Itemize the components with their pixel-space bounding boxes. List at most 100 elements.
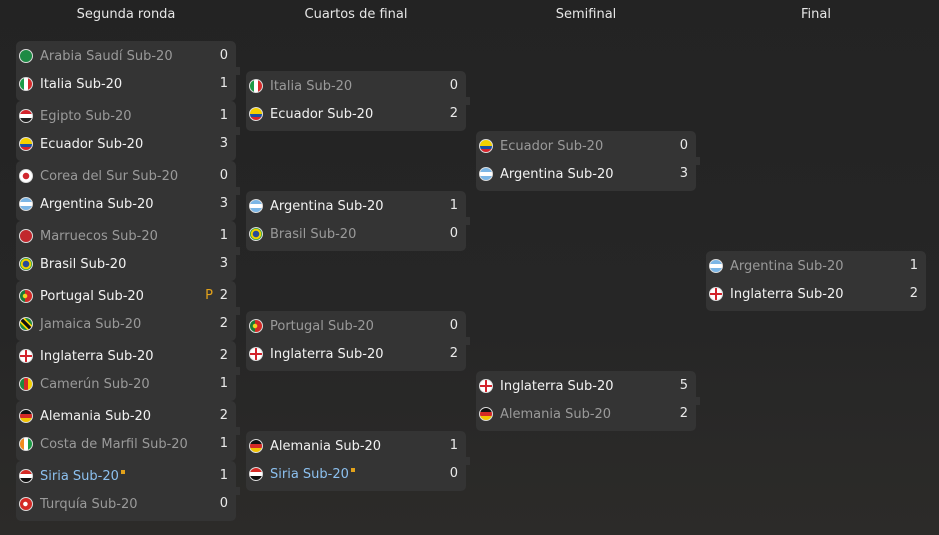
team-name[interactable]: Portugal Sub-20 [40, 289, 144, 304]
team-name[interactable]: Egipto Sub-20 [40, 109, 132, 124]
team-name[interactable]: Camerún Sub-20 [40, 377, 150, 392]
team-name[interactable]: Inglaterra Sub-20 [270, 347, 384, 362]
turkey-flag-icon [19, 497, 33, 511]
team-name[interactable]: Argentina Sub-20 [270, 199, 384, 214]
ecuador-flag-icon [249, 107, 263, 121]
team-score: 0 [679, 138, 688, 153]
team-name-text: Alemania Sub-20 [500, 407, 612, 422]
team-name-text: Argentina Sub-20 [730, 259, 844, 274]
team-name-text: Alemania Sub-20 [270, 439, 382, 454]
team-name[interactable]: Ecuador Sub-20 [270, 107, 373, 122]
team-name[interactable]: Turquía Sub-20 [40, 497, 138, 512]
team-name[interactable]: Ecuador Sub-20 [500, 139, 603, 154]
team-name[interactable]: Alemania Sub-20 [500, 407, 611, 422]
team-name[interactable]: Brasil Sub-20 [40, 257, 126, 272]
bracket-connector [236, 67, 240, 75]
team-name[interactable]: Inglaterra Sub-20 [730, 287, 844, 302]
team-name[interactable]: Alemania Sub-20 [40, 409, 151, 424]
argentina-flag-icon [479, 167, 493, 181]
team-name[interactable]: Italia Sub-20 [40, 77, 122, 92]
team-name[interactable]: Arabia Saudí Sub-20 [40, 49, 173, 64]
team-name[interactable]: Marruecos Sub-20 [40, 229, 158, 244]
cameroon-flag-icon [19, 377, 33, 391]
team-name[interactable]: Portugal Sub-20 [270, 319, 374, 334]
team-name[interactable]: Argentina Sub-20 [40, 197, 154, 212]
argentina-flag-icon [19, 197, 33, 211]
team-name-text: Italia Sub-20 [270, 79, 353, 94]
team-name[interactable]: Inglaterra Sub-20 [40, 349, 154, 364]
team-name[interactable]: Inglaterra Sub-20 [500, 379, 614, 394]
team-score: 0 [449, 466, 458, 481]
team-name-text: Ecuador Sub-20 [270, 107, 374, 122]
team-name[interactable]: Siria Sub-20 [40, 469, 125, 484]
team-name[interactable]: Costa de Marfil Sub-20 [40, 437, 188, 452]
team-row[interactable]: Alemania Sub-20 2 [476, 401, 696, 429]
team-name[interactable]: Ecuador Sub-20 [40, 137, 143, 152]
team-name[interactable]: Alemania Sub-20 [270, 439, 381, 454]
team-name-text: Camerún Sub-20 [40, 377, 150, 392]
argentina-flag-icon [249, 199, 263, 213]
team-score: 2 [679, 406, 688, 421]
brazil-flag-icon [249, 227, 263, 241]
team-score: 2 [219, 288, 228, 303]
team-name[interactable]: Argentina Sub-20 [730, 259, 844, 274]
team-name[interactable]: Brasil Sub-20 [270, 227, 356, 242]
team-name[interactable]: Jamaica Sub-20 [40, 317, 141, 332]
team-name-text: Inglaterra Sub-20 [500, 379, 614, 394]
team-row[interactable]: Siria Sub-20 0 [246, 461, 466, 489]
column-title-semifinal: Semifinal [555, 7, 617, 22]
column-title-cuartos: Cuartos de final [304, 7, 408, 22]
argentina-flag-icon [709, 259, 723, 273]
team-name[interactable]: Argentina Sub-20 [500, 167, 614, 182]
team-name[interactable]: Corea del Sur Sub-20 [40, 169, 178, 184]
team-name-text: Inglaterra Sub-20 [40, 349, 154, 364]
team-name[interactable]: Italia Sub-20 [270, 79, 352, 94]
team-name[interactable]: Siria Sub-20 [270, 467, 355, 482]
team-row[interactable]: Ecuador Sub-20 0 [476, 133, 696, 161]
team-name-text: Siria Sub-20 [270, 467, 349, 482]
ecuador-flag-icon [19, 137, 33, 151]
